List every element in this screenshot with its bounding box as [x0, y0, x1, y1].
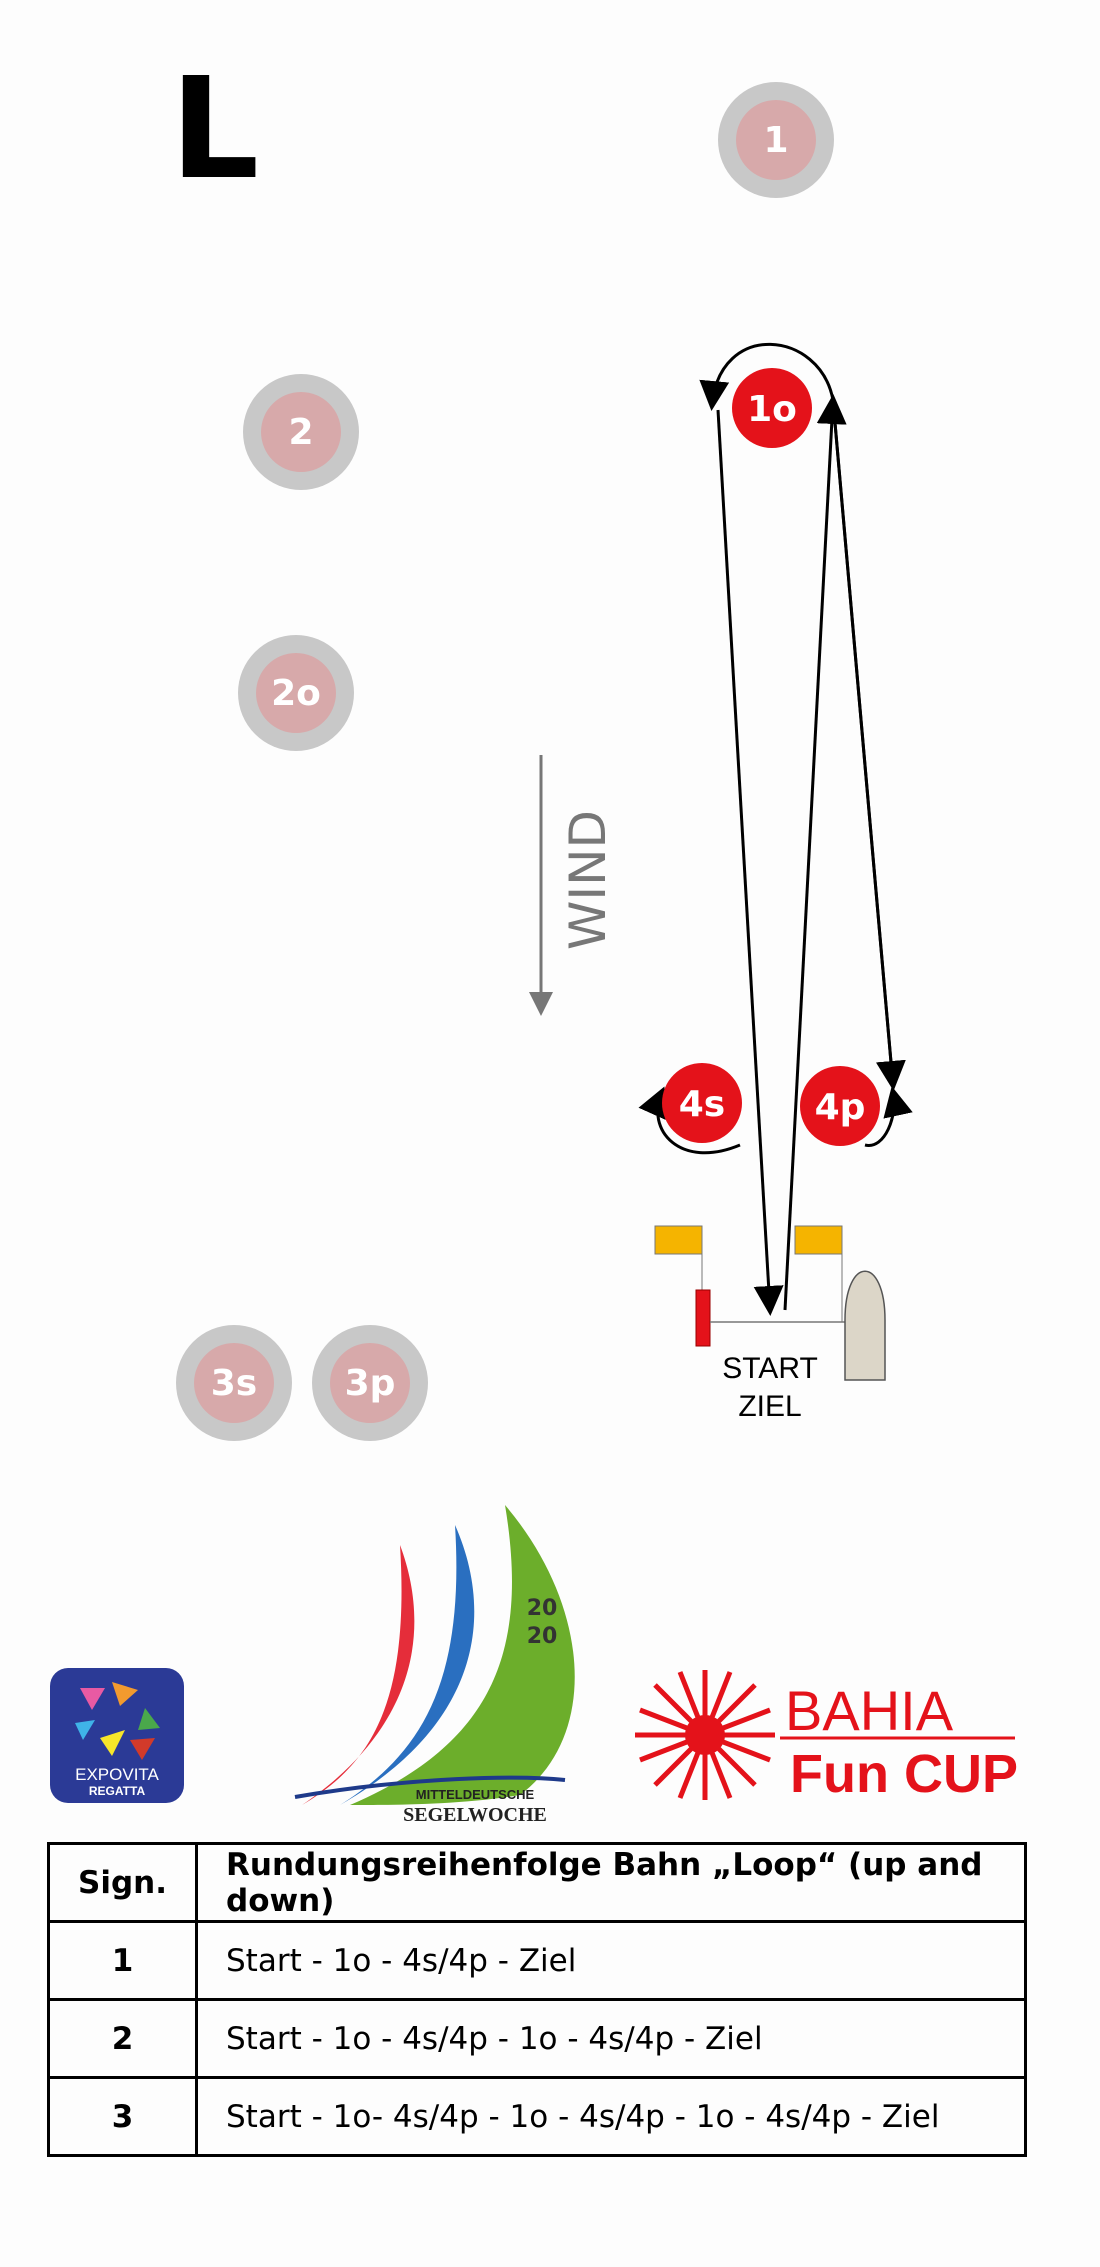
active-mark-4p: 4p	[800, 1066, 880, 1146]
wind-indicator: WIND	[529, 755, 617, 1016]
segelwoche-line2: SEGELWOCHE	[403, 1804, 547, 1825]
sign-cell: 2	[47, 1998, 198, 2079]
table-row: 1 Start - 1o - 4s/4p - Ziel	[47, 1920, 1027, 2001]
table-row: 3 Start - 1o- 4s/4p - 1o - 4s/4p - 1o - …	[47, 2076, 1027, 2157]
segelwoche-line1: MITTELDEUTSCHE	[416, 1787, 535, 1802]
table-header-row: Sign. Rundungsreihenfolge Bahn „Loop“ (u…	[47, 1842, 1027, 1923]
order-cell: Start - 1o- 4s/4p - 1o - 4s/4p - 1o - 4s…	[195, 2076, 1027, 2157]
order-cell: Start - 1o - 4s/4p - 1o - 4s/4p - Ziel	[195, 1998, 1027, 2079]
mark-label: 4p	[815, 1087, 866, 1128]
table-row: 2 Start - 1o - 4s/4p - 1o - 4s/4p - Ziel	[47, 1998, 1027, 2079]
leg-down-1	[716, 409, 784, 1316]
inactive-mark-2: 2	[243, 374, 359, 490]
bahia-fun-cup-logo: BAHIA Fun CUP	[635, 1670, 1018, 1804]
active-mark-4s: 4s	[662, 1063, 742, 1143]
flag-right	[794, 1225, 843, 1255]
loop-1o	[699, 342, 835, 411]
course-letter: L	[170, 48, 260, 211]
committee-boat	[844, 1270, 886, 1381]
course-diagram: 1 2 2o 3s 3p WIND 1o 4	[176, 82, 913, 1441]
mark-label: 3p	[345, 1363, 396, 1404]
sign-cell: 3	[47, 2076, 198, 2157]
segelwoche-year-top: 20	[527, 1596, 558, 1621]
start-label: START	[722, 1352, 818, 1385]
mark-label: 2o	[271, 673, 321, 714]
inactive-mark-3s: 3s	[176, 1325, 292, 1441]
expovita-sub: REGATTA	[89, 1784, 146, 1798]
inactive-mark-3p: 3p	[312, 1325, 428, 1441]
segelwoche-year-bottom: 20	[527, 1624, 558, 1649]
expovita-name: EXPOVITA	[75, 1765, 159, 1784]
leg-up-1	[783, 394, 847, 1311]
expovita-regatta-logo: EXPOVITA REGATTA	[50, 1668, 184, 1803]
rounding-order-table: Sign. Rundungsreihenfolge Bahn „Loop“ (u…	[47, 1842, 1027, 2157]
leg-down-2	[831, 399, 906, 1091]
bahia-name: BAHIA	[785, 1679, 954, 1742]
inactive-mark-2o: 2o	[238, 635, 354, 751]
mark-label: 4s	[679, 1084, 725, 1125]
course-legs	[638, 342, 913, 1316]
order-cell: Start - 1o - 4s/4p - Ziel	[195, 1920, 1027, 2001]
loop-4s	[638, 1086, 741, 1155]
mark-label: 1	[763, 120, 788, 161]
segelwoche-logo: 20 20 MITTELDEUTSCHE SEGELWOCHE	[294, 1505, 575, 1825]
sign-cell: 1	[47, 1920, 198, 2001]
finish-label: ZIEL	[738, 1390, 801, 1423]
active-mark-1o: 1o	[732, 368, 812, 448]
mark-label: 3s	[211, 1363, 257, 1404]
mark-label: 2	[288, 412, 313, 453]
header-sign: Sign.	[47, 1842, 198, 1923]
loop-4p	[864, 1086, 913, 1147]
start-finish-line: START ZIEL	[654, 1225, 886, 1423]
pin-buoy	[695, 1289, 711, 1347]
mark-label: 1o	[747, 389, 797, 430]
inactive-mark-1: 1	[718, 82, 834, 198]
bahia-sub: Fun CUP	[790, 1744, 1018, 1804]
wind-label: WIND	[559, 810, 617, 950]
flag-left	[654, 1225, 703, 1255]
header-order: Rundungsreihenfolge Bahn „Loop“ (up and …	[195, 1842, 1027, 1923]
